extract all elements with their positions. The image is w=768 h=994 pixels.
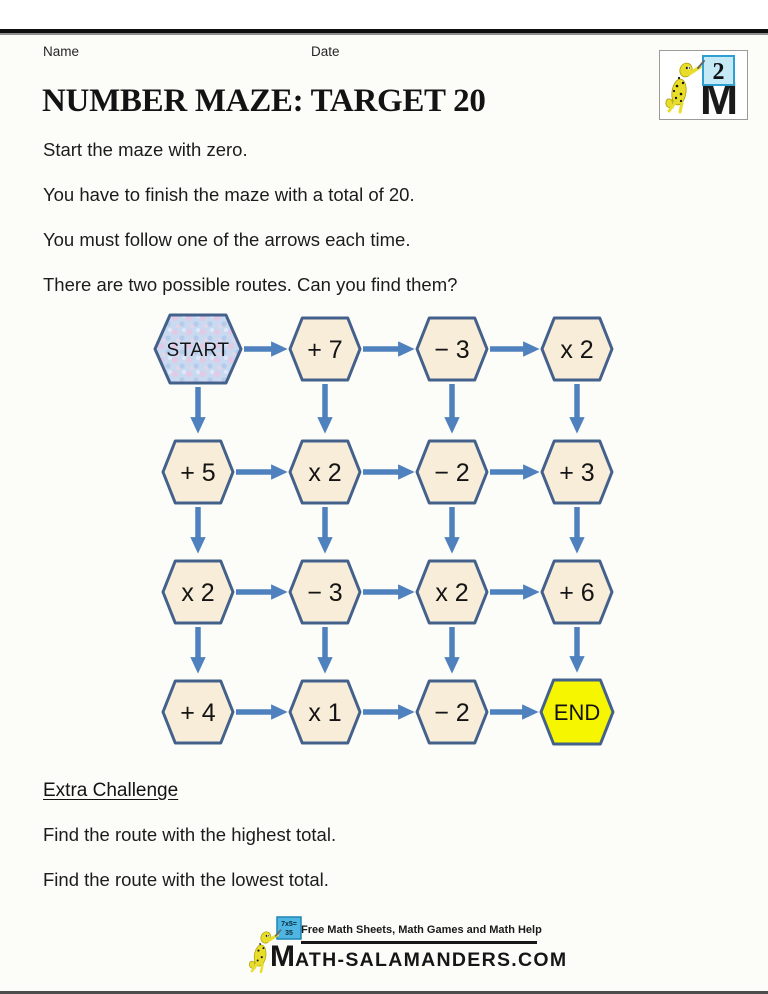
maze-cell-label: + 4 [180,699,216,727]
maze-cell-label: x 1 [308,699,341,727]
pencil-icon [274,929,282,937]
maze-cell-label: x 2 [181,579,214,607]
name-label: Name [43,44,80,59]
maze-cell [415,316,489,382]
top-divider-black [0,29,768,33]
extra-challenge-heading: Extra Challenge [43,780,179,801]
instruction-line: There are two possible routes. Can you f… [43,274,458,295]
logo-number-board [702,55,735,86]
maze-cell [415,439,489,505]
maze-cell [540,439,614,505]
maze-cell [415,559,489,625]
maze-cell-label: − 2 [434,699,469,727]
maze-cell-label: x 2 [308,459,341,487]
instruction-line: Start the maze with zero. [43,139,248,160]
footer-board-line2: 35 [285,930,293,937]
maze-cell-label: x 2 [560,336,593,364]
salamander-icon [249,929,282,974]
maze-cell-label: x 2 [435,579,468,607]
extra-challenge-item: Find the route with the highest total. [43,824,337,845]
footer-board-line1: 7x5= [281,921,297,928]
footer-salamander-logo: 7x5= 35 [249,916,302,974]
maze-cell [540,559,614,625]
footer-logo-board [276,916,302,940]
maze-cell [161,559,235,625]
pencil-icon [697,60,705,69]
maze-end-cell [539,678,615,746]
maze-cell [288,679,362,745]
maze-cell-label: + 5 [180,459,215,487]
maze-cell-label: − 2 [434,459,469,487]
footer-brand-m: M [270,940,295,973]
extra-challenge-item: Find the route with the lowest total. [43,869,329,890]
footer-tagline: Free Math Sheets, Math Games and Math He… [301,924,542,936]
page-title: NUMBER MAZE: TARGET 20 [42,83,486,119]
maze-cell-label: + 7 [307,336,342,364]
maze-cell [415,679,489,745]
footer-brand: MATH-SALAMANDERS.COM [270,942,567,972]
maze-cell [288,316,362,382]
logo-number: 2 [713,59,725,85]
footer-rule [301,941,537,944]
bottom-divider [0,991,768,994]
maze-cell [288,439,362,505]
maze-cell [540,316,614,382]
footer: Free Math Sheets, Math Games and Math He… [245,916,566,988]
footer-brand-text: ATH-SALAMANDERS.COM [295,949,568,971]
salamander-icon [665,60,705,114]
date-label: Date [311,44,340,59]
maze-start-cell [153,313,243,385]
maze-cell-label: START [166,340,229,361]
top-divider-gray [0,33,768,35]
maze-cell-label: − 3 [307,579,342,607]
maze-cell [161,439,235,505]
brand-logo-box: M 2 [659,50,748,124]
maze-cell [161,679,235,745]
brand-logo: M 2 [659,50,748,124]
number-maze: START + 7 − 3 x 2 + 5 x 2 − 2 + 3 x 2 − 3 x 2 + 6 + … [130,300,640,760]
instruction-line: You must follow one of the arrows each t… [43,229,411,250]
maze-cell-label: + 3 [559,459,594,487]
maze-cell-label: + 6 [559,579,594,607]
maze-cell-label: END [554,700,600,725]
maze-cell-label: − 3 [434,336,469,364]
instruction-line: You have to finish the maze with a total… [43,184,415,205]
maze-cell [288,559,362,625]
top-margin [0,0,768,29]
